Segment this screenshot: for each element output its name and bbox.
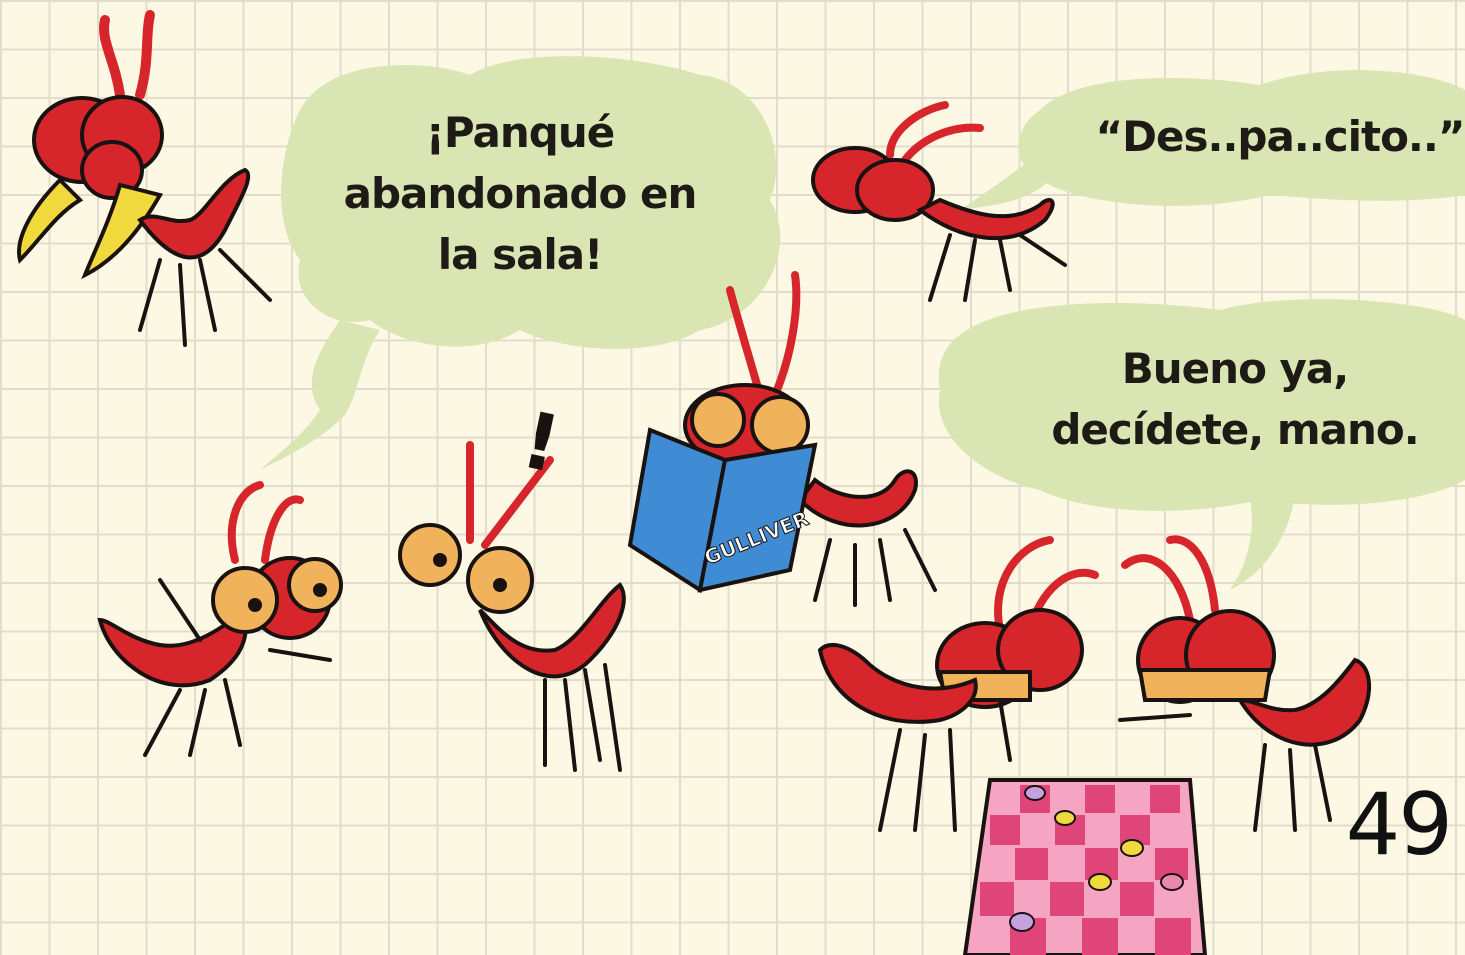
speech-line: abandonado en [343, 169, 698, 218]
speech-bubble-left-cloud [260, 56, 781, 470]
ant-alert [398, 441, 626, 772]
exclamation-mark: ! [514, 396, 568, 491]
ant-player-left [817, 536, 1099, 832]
ant-surprised [97, 481, 343, 757]
ant-with-scarf [17, 10, 272, 347]
ant-sneaking [811, 101, 1067, 302]
ant-player-right [1118, 535, 1372, 832]
speech-line: Bueno ya, [1121, 344, 1349, 393]
speech-line: decídete, mano. [1051, 405, 1419, 454]
ant-reading [627, 271, 937, 607]
page-number: 49 [1345, 775, 1453, 875]
speech-line: la sala! [437, 230, 604, 279]
checkers-board [962, 778, 1208, 955]
speech-line: “Des..pa..cito..” [1095, 112, 1465, 161]
speech-line: ¡Panqué [425, 108, 616, 157]
speech-bubble-bottom-right: Bueno ya, decídete, mano. [1030, 338, 1440, 460]
speech-bubble-top-right-cloud [960, 70, 1465, 210]
speech-bubble-bottom-right-cloud [938, 299, 1465, 590]
speech-bubble-top-right: “Des..pa..cito..” [1095, 106, 1465, 167]
speech-bubble-left: ¡Panqué abandonado en la sala! [330, 102, 710, 285]
